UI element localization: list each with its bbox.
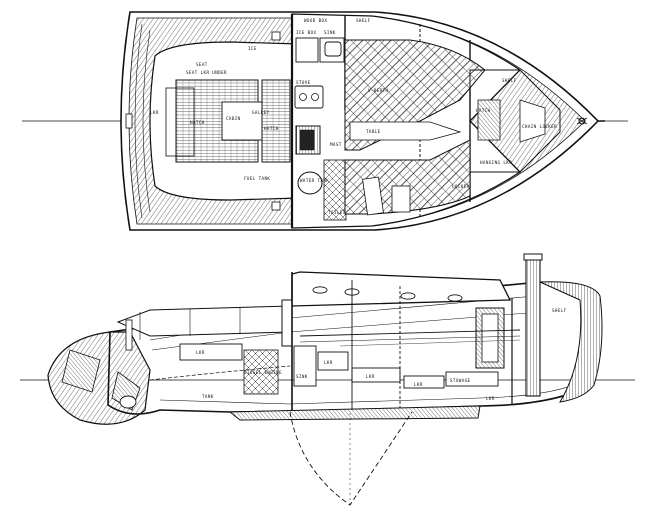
profile-stowage xyxy=(445,371,499,387)
toilet-bowl xyxy=(297,171,323,195)
plan-label-mast: MAST xyxy=(330,142,342,147)
plan-label-fwd-hatch: HATCH xyxy=(476,108,491,113)
plan-label-seat-lockers: SEAT LKR UNDER xyxy=(186,70,227,75)
profile-locker-1 xyxy=(179,343,243,361)
profile-label-shelf: SHELF xyxy=(552,308,567,313)
plan-label-vberth: V-BERTH xyxy=(368,88,389,93)
plan-label-toilet: TOILET xyxy=(328,210,346,215)
plan-label-seat: SEAT xyxy=(196,62,208,67)
galley-ice-box xyxy=(295,37,319,63)
galley-sink xyxy=(324,41,342,57)
profile-label-stowage: STOWAGE xyxy=(450,378,471,383)
profile-label-tank: TANK xyxy=(202,394,214,399)
profile-label-lkr2: LKR xyxy=(324,360,333,365)
profile-label-engine: DIESEL ENGINE xyxy=(244,370,282,375)
porthole-3 xyxy=(400,292,416,300)
cockpit-hatch xyxy=(221,101,263,141)
profile-label-lkr5: LKR xyxy=(486,396,495,401)
plan-label-hanging-locker: HANGING LKR xyxy=(480,160,512,165)
profile-stem xyxy=(539,281,603,403)
porthole-1 xyxy=(312,286,328,294)
profile-label-sink: SINK xyxy=(296,374,308,379)
profile-label-lkr3: LKR xyxy=(366,374,375,379)
plan-label-shelf-2: SHELF xyxy=(502,78,517,83)
plan-label-hatch-2: HATCH xyxy=(264,126,279,131)
profile-centerboard xyxy=(289,411,413,506)
profile-view: LKR DIESEL ENGINE SINK LKR LKR LKR STOWA… xyxy=(20,253,635,506)
profile-label-lkr1: LKR xyxy=(196,350,205,355)
profile-locker-3 xyxy=(351,367,401,383)
plan-label-ice-box: ICE BOX xyxy=(296,30,317,35)
porthole-4 xyxy=(447,294,463,302)
galley-stove xyxy=(294,85,324,109)
profile-label-lkr4: LKR xyxy=(414,382,423,387)
plan-label-wood-box: WOOD BOX xyxy=(304,18,327,23)
plan-label-chain-locker: CHAIN LOCKER xyxy=(522,124,557,129)
plan-label-fuel: FUEL TANK xyxy=(244,176,270,181)
profile-engine-box xyxy=(243,349,279,395)
plan-view: SEAT SEAT LKR UNDER HATCH CABIN GALLEY H… xyxy=(22,11,628,231)
plan-label-ice: ICE xyxy=(248,46,257,51)
plan-label-hatch: HATCH xyxy=(190,120,205,125)
plan-label-stove: STOVE xyxy=(296,80,311,85)
plan-label-water: WATER TANK xyxy=(300,178,329,183)
plan-label-table: TABLE xyxy=(366,129,381,134)
plan-label-galley: GALLEY xyxy=(252,110,270,115)
plan-label-shelf: SHELF xyxy=(356,18,371,23)
plan-label-lockers: LOCKER xyxy=(452,184,470,189)
plan-label-sink: SINK xyxy=(324,30,336,35)
plan-label-cabin: CABIN xyxy=(226,116,241,121)
plan-label-lkr: LKR xyxy=(150,110,159,115)
profile-mast xyxy=(525,255,541,397)
